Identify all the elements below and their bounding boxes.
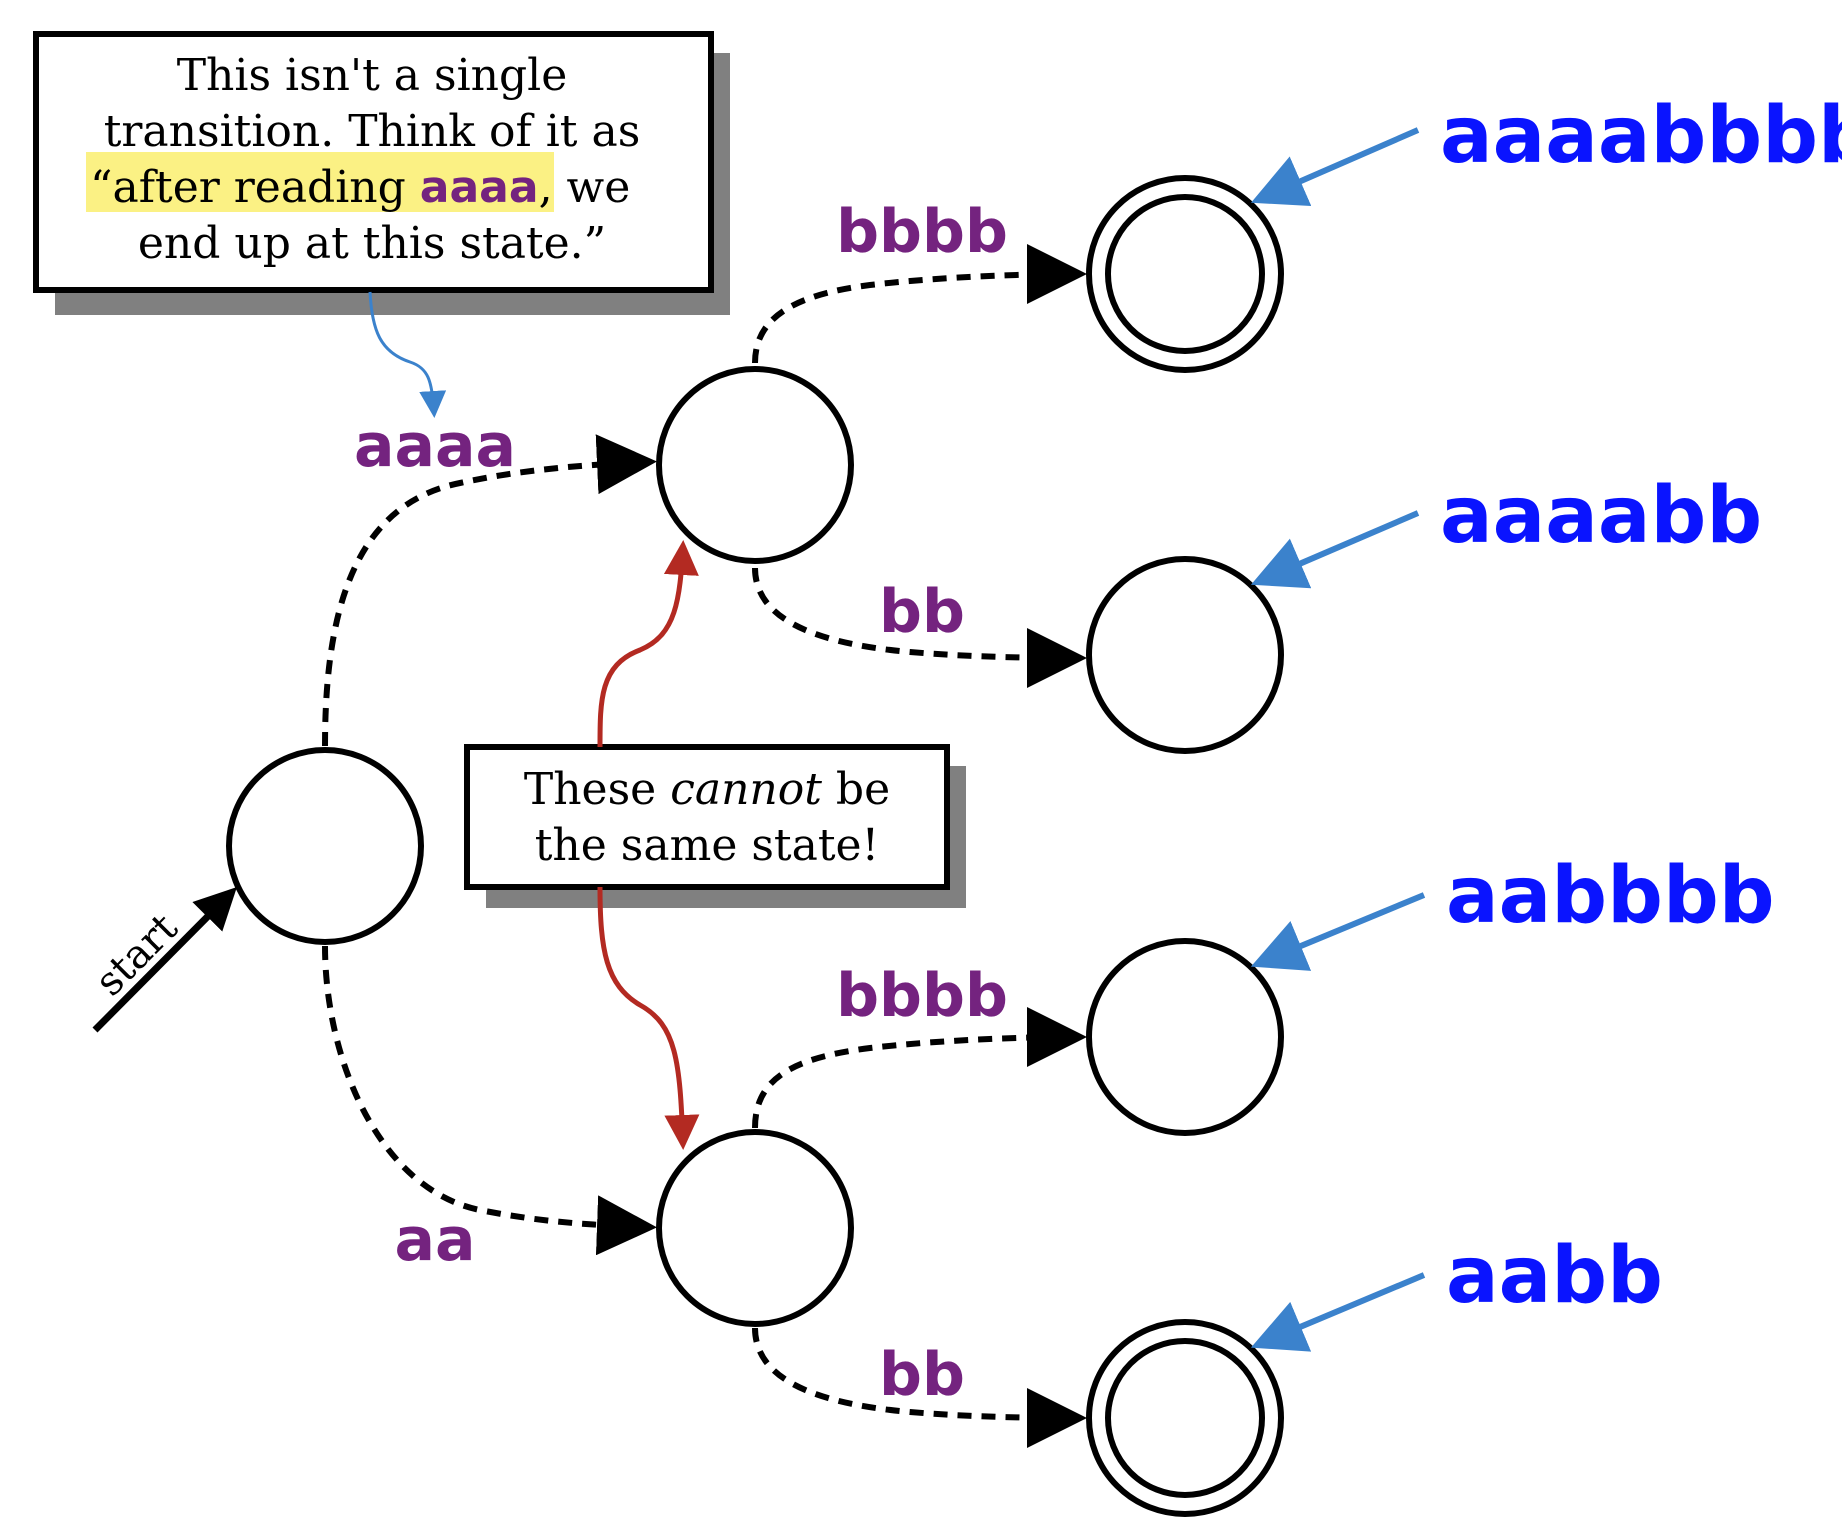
pointer-arrow-aabbbb xyxy=(1250,892,1426,971)
edge-label-bb-bottom: bb xyxy=(879,1340,965,1410)
state-start xyxy=(226,747,424,945)
callout-top-line2: transition. Think of it as xyxy=(104,106,641,157)
callout-top: This isn't a single transition. Think of… xyxy=(33,31,730,315)
edge-label-bbbb-bottom: bbbb xyxy=(836,961,1008,1031)
red-arrow-up xyxy=(597,540,699,748)
state-aaaabbbb-accept-ring xyxy=(1105,194,1265,354)
callout-top-highlight xyxy=(86,152,554,212)
string-aaaabb: aaaabb xyxy=(1440,471,1762,561)
pointer-arrow-aaaabb xyxy=(1250,510,1420,589)
callout-mid-line1-italic: cannot xyxy=(670,764,822,815)
callout-top-line3-before: “after reading xyxy=(90,162,420,213)
red-arrow-down xyxy=(597,886,700,1150)
callout-pointer-arrow xyxy=(368,291,447,418)
state-after-aaaa xyxy=(656,366,854,564)
state-aabb-accept-ring xyxy=(1105,1338,1265,1498)
pointer-arrow-aabb xyxy=(1250,1272,1426,1352)
start-arrow xyxy=(92,887,237,1033)
edge-bb-bottom xyxy=(752,1327,1087,1448)
edge-aaaa xyxy=(322,434,657,747)
callout-mid-line2: the same state! xyxy=(535,820,880,871)
edge-label-aa: aa xyxy=(395,1205,476,1275)
edge-bbbb-bottom xyxy=(752,1007,1087,1129)
state-after-aa xyxy=(656,1129,854,1327)
string-aabbbb: aabbbb xyxy=(1446,851,1775,941)
state-aaaabb xyxy=(1086,556,1284,754)
edge-label-aaaa: aaaa xyxy=(354,411,516,481)
edge-aa xyxy=(322,945,657,1256)
callout-top-line3-after: , we xyxy=(539,162,631,213)
callout-mid-line1: These cannot be xyxy=(524,764,890,815)
callout-mid-line1-before: These xyxy=(524,764,670,815)
string-aaaabbbb: aaaabbbb xyxy=(1440,91,1842,181)
edge-label-bbbb-top: bbbb xyxy=(836,197,1008,267)
edge-bb-top xyxy=(752,567,1087,688)
pointer-arrow-aaaabbbb xyxy=(1250,127,1420,206)
callout-top-line1: This isn't a single xyxy=(177,50,568,101)
callout-top-line4: end up at this state.” xyxy=(138,218,606,269)
callout-top-line3: “after reading aaaa, we xyxy=(90,162,630,213)
callout-mid: These cannot be the same state! xyxy=(464,744,966,908)
callout-mid-line1-after: be xyxy=(822,764,890,815)
edge-label-bb-top: bb xyxy=(879,577,965,647)
callout-top-line3-code: aaaa xyxy=(420,162,539,213)
string-aabb: aabb xyxy=(1446,1231,1663,1321)
state-aabbbb xyxy=(1086,938,1284,1136)
callout-mid-box xyxy=(464,744,950,890)
edge-bbbb-top xyxy=(752,244,1087,364)
